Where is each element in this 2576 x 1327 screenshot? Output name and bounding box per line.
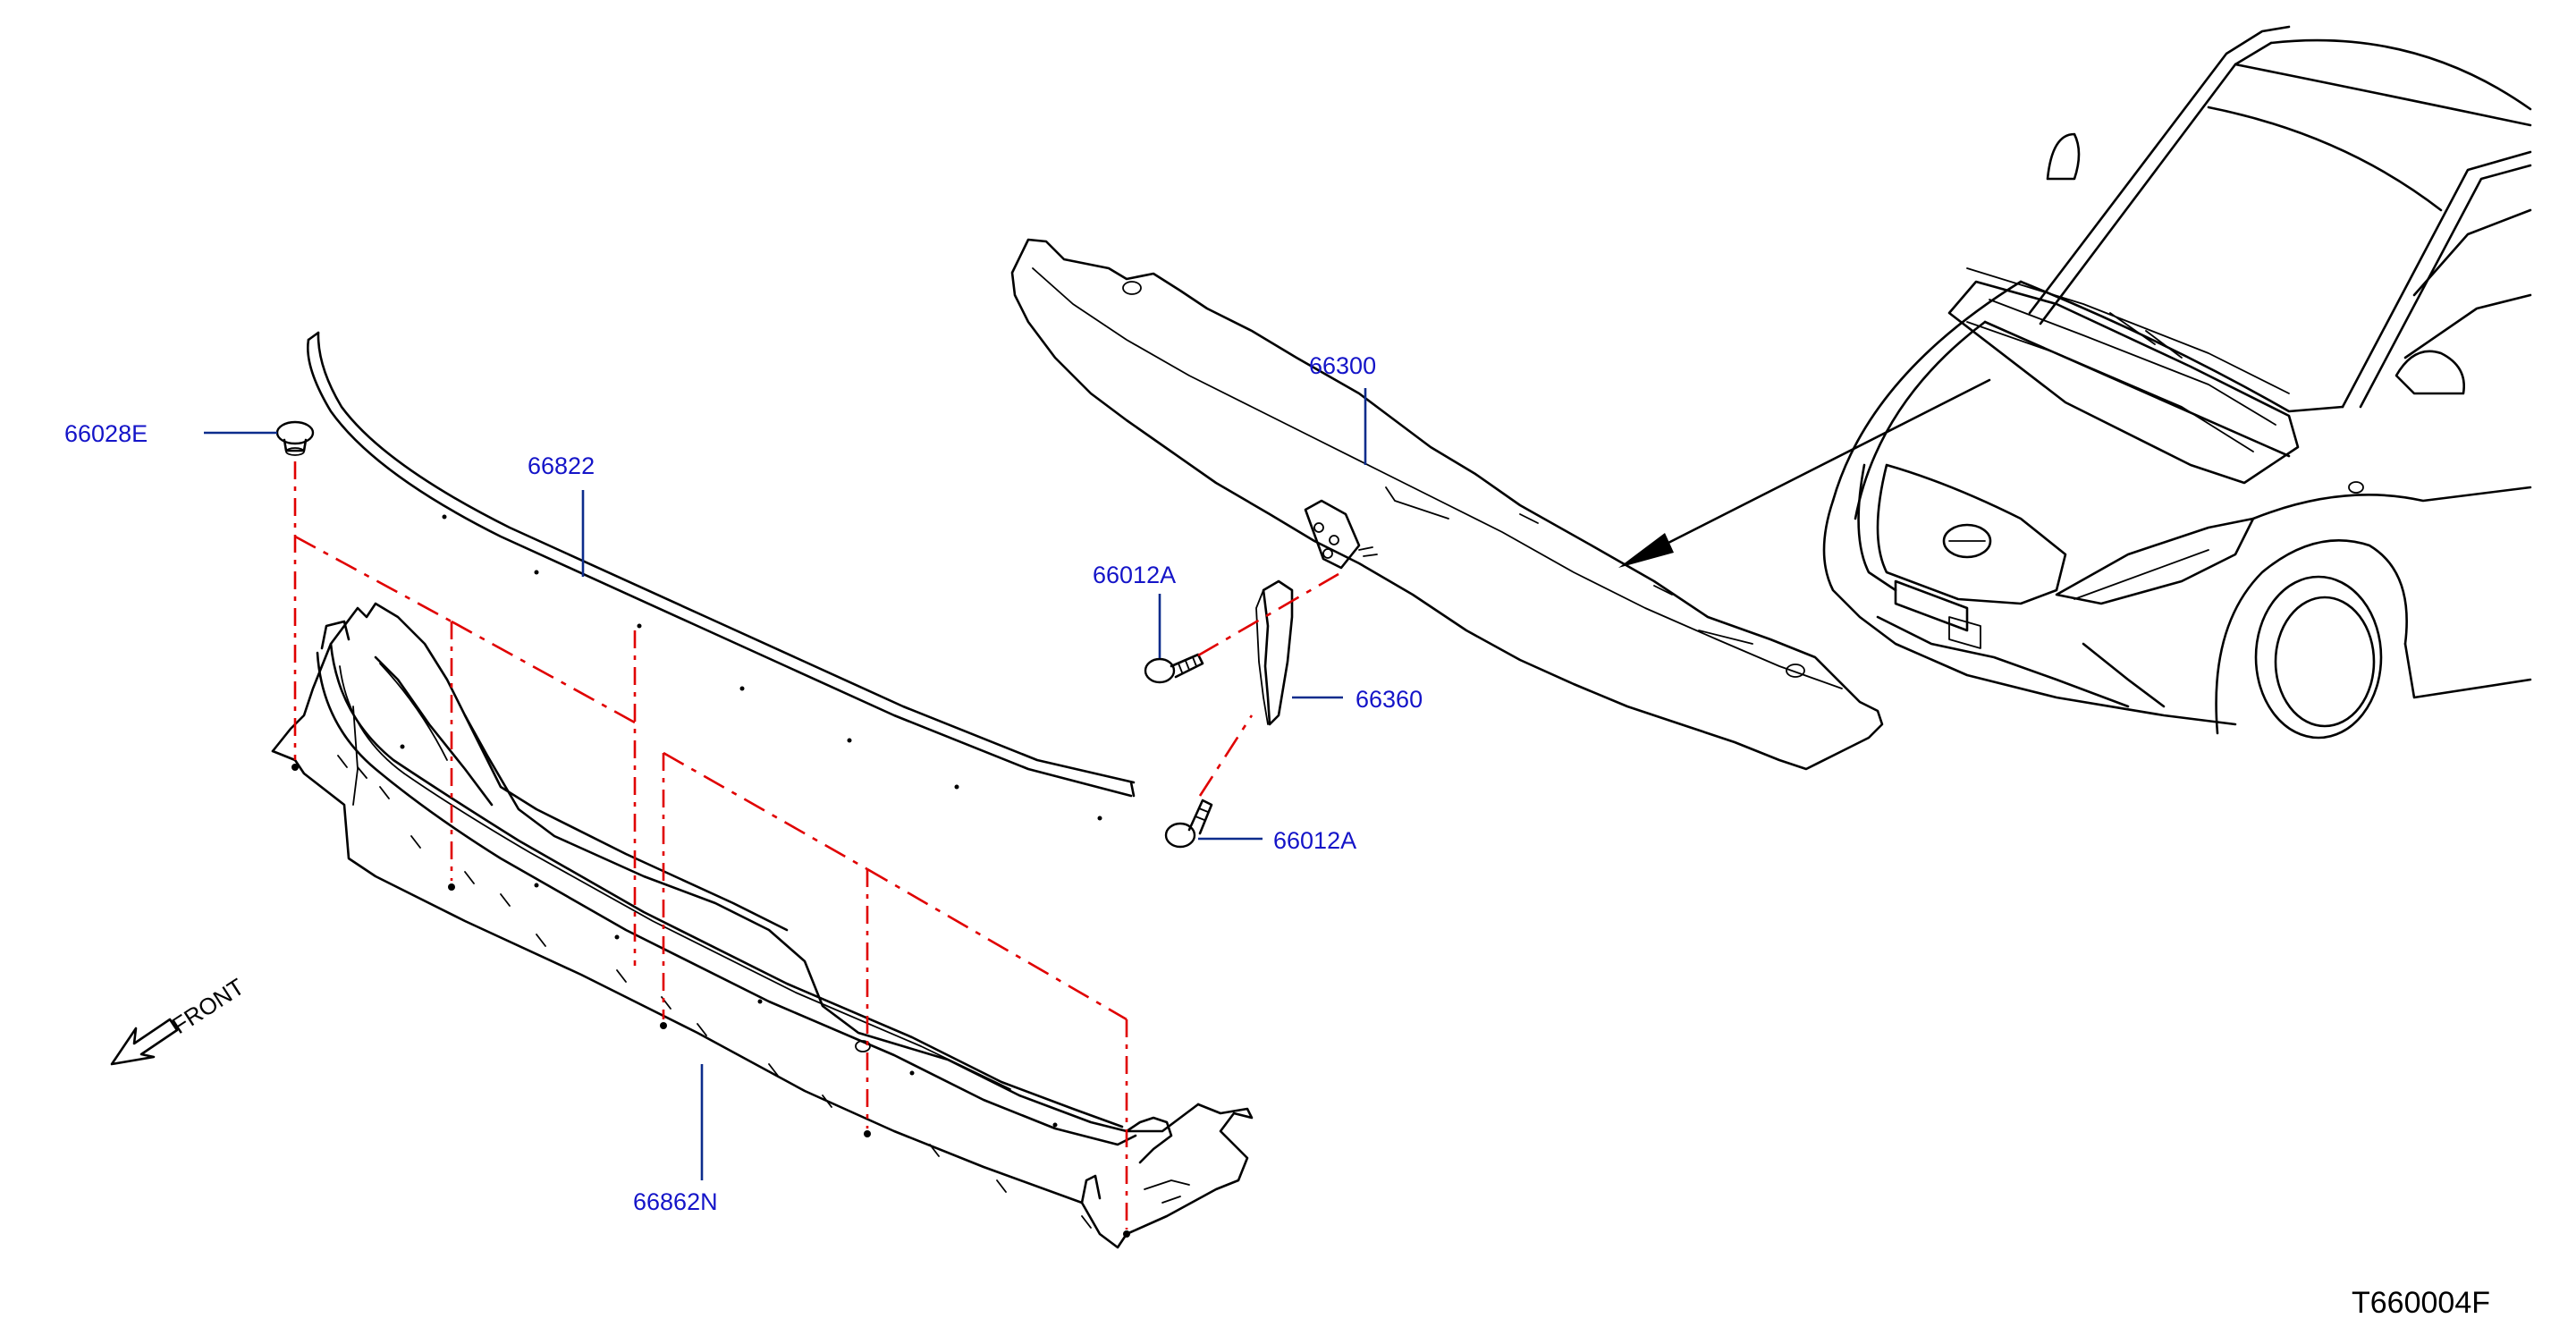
seal-66822 <box>307 331 1136 821</box>
cowl-top-cover-66300 <box>1010 238 1884 771</box>
leader-lines <box>204 388 1367 1180</box>
callout-labels: 66028E 66822 66300 66012A 66360 66012A 6… <box>64 352 1423 1215</box>
callout-66028e: 66028E <box>64 420 148 447</box>
bracket-66360 <box>1255 579 1294 726</box>
callout-66300: 66300 <box>1309 352 1376 379</box>
callout-66012a-lower: 66012A <box>1273 827 1356 854</box>
installation-guide-lines <box>293 461 1339 1230</box>
callout-66862n: 66862N <box>633 1188 718 1215</box>
callout-66822: 66822 <box>528 452 595 479</box>
front-direction-indicator: FRONT <box>110 973 249 1066</box>
callout-66012a-upper: 66012A <box>1093 562 1176 588</box>
clip-66028e <box>275 420 315 456</box>
front-label: FRONT <box>167 973 249 1039</box>
bolt-66012a-upper <box>1144 653 1204 684</box>
cowl-panel-66862n <box>271 602 1254 1249</box>
front-arrow-icon <box>110 1018 179 1066</box>
figure-code: T660004F <box>2352 1286 2490 1320</box>
callout-66360: 66360 <box>1356 686 1423 713</box>
vehicle-overview <box>1618 25 2532 740</box>
bolt-66012a-lower <box>1164 799 1213 849</box>
